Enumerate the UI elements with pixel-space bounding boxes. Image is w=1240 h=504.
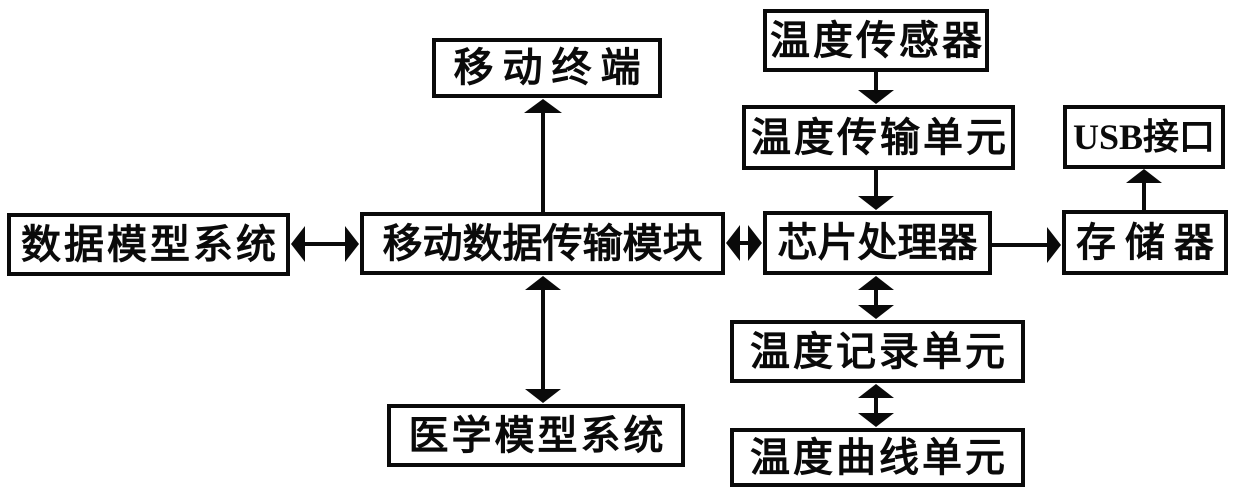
- arrow-sensor-to-transmission: [858, 72, 894, 104]
- arrow-data-model-module: [291, 226, 359, 262]
- arrow-chip-recording: [858, 276, 894, 319]
- arrow-memory-to-usb: [1126, 169, 1162, 210]
- node-temperature-sensor: 温度传感器: [763, 9, 989, 72]
- node-temperature-transmission-unit: 温度传输单元: [742, 105, 1015, 170]
- node-mobile-terminal: 移动终端: [432, 38, 662, 98]
- node-temperature-recording-unit: 温度记录单元: [730, 320, 1025, 383]
- arrow-chip-processor-to-memory: [992, 227, 1061, 263]
- node-chip-processor: 芯片处理器: [763, 211, 992, 275]
- arrow-recording-curve: [858, 384, 894, 427]
- node-data-model-system: 数据模型系统: [7, 213, 290, 276]
- arrow-module-medical-model: [525, 276, 561, 403]
- node-temperature-curve-unit: 温度曲线单元: [730, 428, 1025, 487]
- node-usb-interface: USB接口: [1063, 105, 1225, 169]
- arrow-transmission-to-chip: [858, 170, 894, 210]
- arrow-module-to-mobile-terminal: [524, 99, 562, 212]
- node-memory: 存储器: [1062, 210, 1228, 275]
- node-mobile-data-transmission-module: 移动数据传输模块: [360, 212, 725, 275]
- arrow-module-chip-processor: [726, 225, 762, 261]
- node-medical-model-system: 医学模型系统: [387, 404, 685, 467]
